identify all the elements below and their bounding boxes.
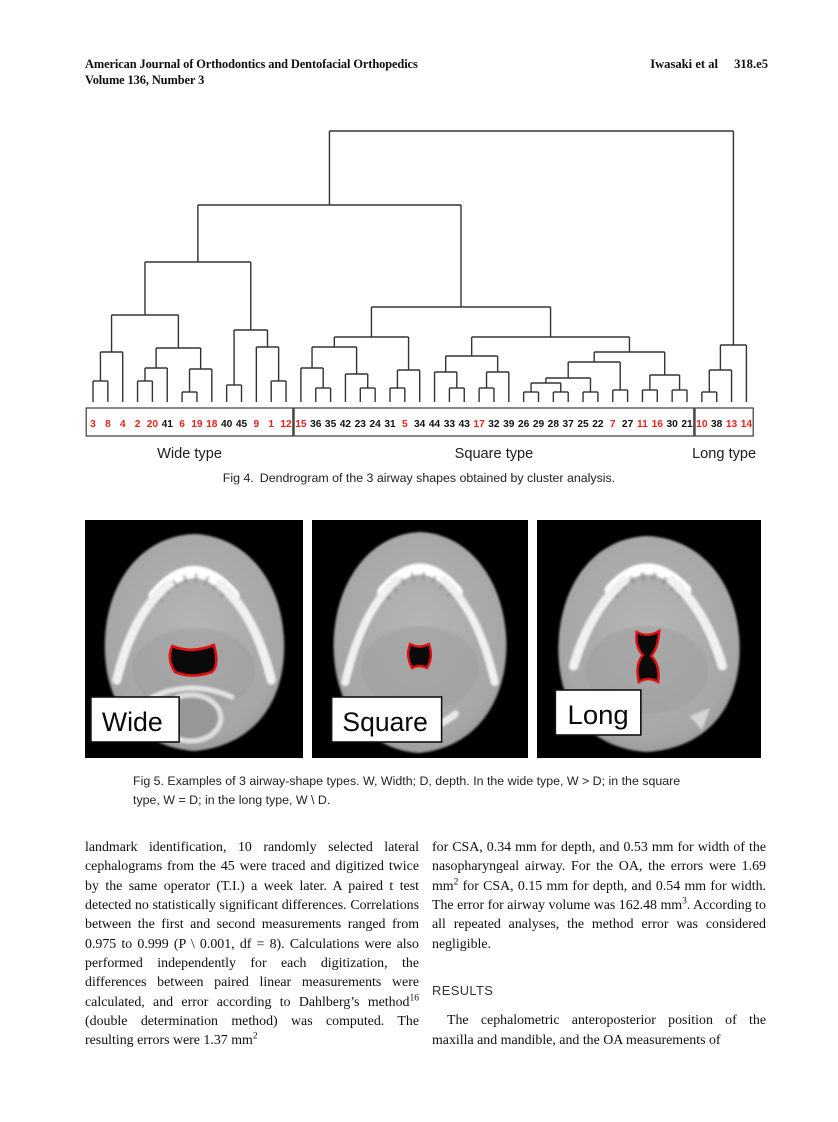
- cluster-box: [293, 407, 695, 437]
- cluster-box: [694, 407, 754, 437]
- dendrogram-text: 17: [473, 419, 485, 430]
- dendrogram-text: 37: [563, 419, 575, 430]
- paragraph-results-intro: The cephalometric anteroposterior positi…: [432, 1013, 766, 1048]
- dendrogram-text: 30: [666, 419, 678, 430]
- dendrogram-text: 2: [135, 419, 141, 430]
- dendrogram-text: 41: [162, 419, 174, 430]
- dendrogram-text: 28: [548, 419, 560, 430]
- body-right-column: for CSA, 0.34 mm for depth, and 0.53 mm …: [432, 838, 766, 1051]
- dendrogram-text: 16: [652, 419, 664, 430]
- dendrogram-text: 45: [236, 419, 248, 430]
- dendrogram-text: 31: [384, 419, 396, 430]
- paragraph-error-values: for CSA, 0.34 mm for depth, and 0.53 mm …: [432, 840, 766, 952]
- fig5-caption: Fig 5. Examples of 3 airway-shape types.…: [133, 772, 758, 809]
- dendrogram-text: 40: [221, 419, 233, 430]
- dendrogram-text: 15: [295, 419, 307, 430]
- dendrogram-text: 22: [592, 419, 604, 430]
- ct-image-square: Square: [312, 520, 528, 758]
- dendrogram-text: 38: [711, 419, 723, 430]
- fig5-caption-line2: type, W = D; in the long type, W \ D.: [133, 792, 331, 807]
- dendrogram-text: 19: [191, 419, 203, 430]
- fig4-caption-label: Fig 4.: [222, 471, 254, 485]
- dendrogram-text: 35: [325, 419, 337, 430]
- header-authors: Iwasaki et al: [650, 57, 719, 71]
- ct-label-box: [330, 696, 443, 743]
- dendrogram-text: 26: [518, 419, 530, 430]
- header-page-number: 318.e5: [734, 57, 768, 71]
- dendrogram-text: 44: [429, 419, 441, 430]
- fig5-images: Wide Square: [85, 520, 763, 758]
- ct-label-long: Long: [568, 699, 629, 730]
- airway-outline-long: [635, 628, 661, 684]
- dendrogram-text: 33: [444, 419, 456, 430]
- airway-outline-wide: [168, 643, 218, 677]
- dendrogram-text: Square type: [455, 446, 534, 462]
- dendrogram-text: 1: [268, 419, 274, 430]
- dendrogram-text: 25: [577, 419, 589, 430]
- ct-image-long: Long: [537, 520, 761, 758]
- dendrogram-text: 6: [179, 419, 185, 430]
- dendrogram-text: 24: [369, 419, 381, 430]
- dendrogram-text: 3: [90, 419, 96, 430]
- dendrogram-text: 42: [340, 419, 352, 430]
- ct-label-wide: Wide: [102, 707, 163, 737]
- dendrogram-text: 9: [254, 419, 260, 430]
- journal-volume: Volume 136, Number 3: [85, 72, 205, 87]
- body-text: landmark identification, 10 randomly sel…: [85, 838, 767, 1051]
- dendrogram-text: 13: [726, 419, 738, 430]
- dendrogram-text: 32: [488, 419, 500, 430]
- airway-outline-square: [406, 642, 433, 670]
- results-heading: RESULTS: [432, 983, 494, 999]
- ct-label-box: [554, 689, 642, 736]
- dendrogram-text: 29: [533, 419, 545, 430]
- dendrogram-text: 18: [206, 419, 218, 430]
- dendrogram-text: 7: [610, 419, 616, 430]
- dendrogram-text: 5: [402, 419, 408, 430]
- dendrogram-text: 4: [120, 419, 126, 430]
- head-slice-art: [104, 534, 285, 751]
- dendrogram-text: 20: [147, 419, 159, 430]
- body-left-column: landmark identification, 10 randomly sel…: [85, 838, 419, 1051]
- journal-title: American Journal of Orthodontics and Den…: [85, 57, 418, 71]
- page-header-right: Iwasaki et al 318.e5: [650, 57, 768, 72]
- dendrogram-text: 43: [459, 419, 471, 430]
- ct-image-wide: Wide: [85, 520, 303, 758]
- ct-label-box: [90, 696, 180, 743]
- dendrogram-text: Long type: [692, 446, 756, 462]
- fig4-caption: Fig 4. Dendrogram of the 3 airway shapes …: [0, 471, 838, 485]
- fig4-caption-text: Dendrogram of the 3 airway shapes obtain…: [259, 471, 616, 485]
- dendrogram-text: 36: [310, 419, 322, 430]
- dendrogram-text: 34: [414, 419, 426, 430]
- dendrogram-text: 11: [637, 419, 648, 430]
- paragraph-method-error: landmark identification, 10 randomly sel…: [85, 840, 419, 1049]
- dendrogram-text: 27: [622, 419, 634, 430]
- dendrogram-text: 23: [355, 419, 367, 430]
- dendrogram-text: 8: [105, 419, 111, 430]
- dendrogram-text: 12: [280, 419, 292, 430]
- fig5-caption-line1: Fig 5. Examples of 3 airway-shape types.…: [133, 774, 681, 788]
- dendrogram-text: 21: [681, 419, 693, 430]
- dendrogram-text: 39: [503, 419, 515, 430]
- dendrogram-text: 14: [741, 419, 753, 430]
- page-header-left: American Journal of Orthodontics and Den…: [85, 57, 418, 88]
- ct-label-square: Square: [342, 707, 427, 737]
- dendrogram-text: 10: [696, 419, 708, 430]
- dendrogram-text: Wide type: [157, 446, 222, 462]
- cluster-box: [85, 407, 294, 437]
